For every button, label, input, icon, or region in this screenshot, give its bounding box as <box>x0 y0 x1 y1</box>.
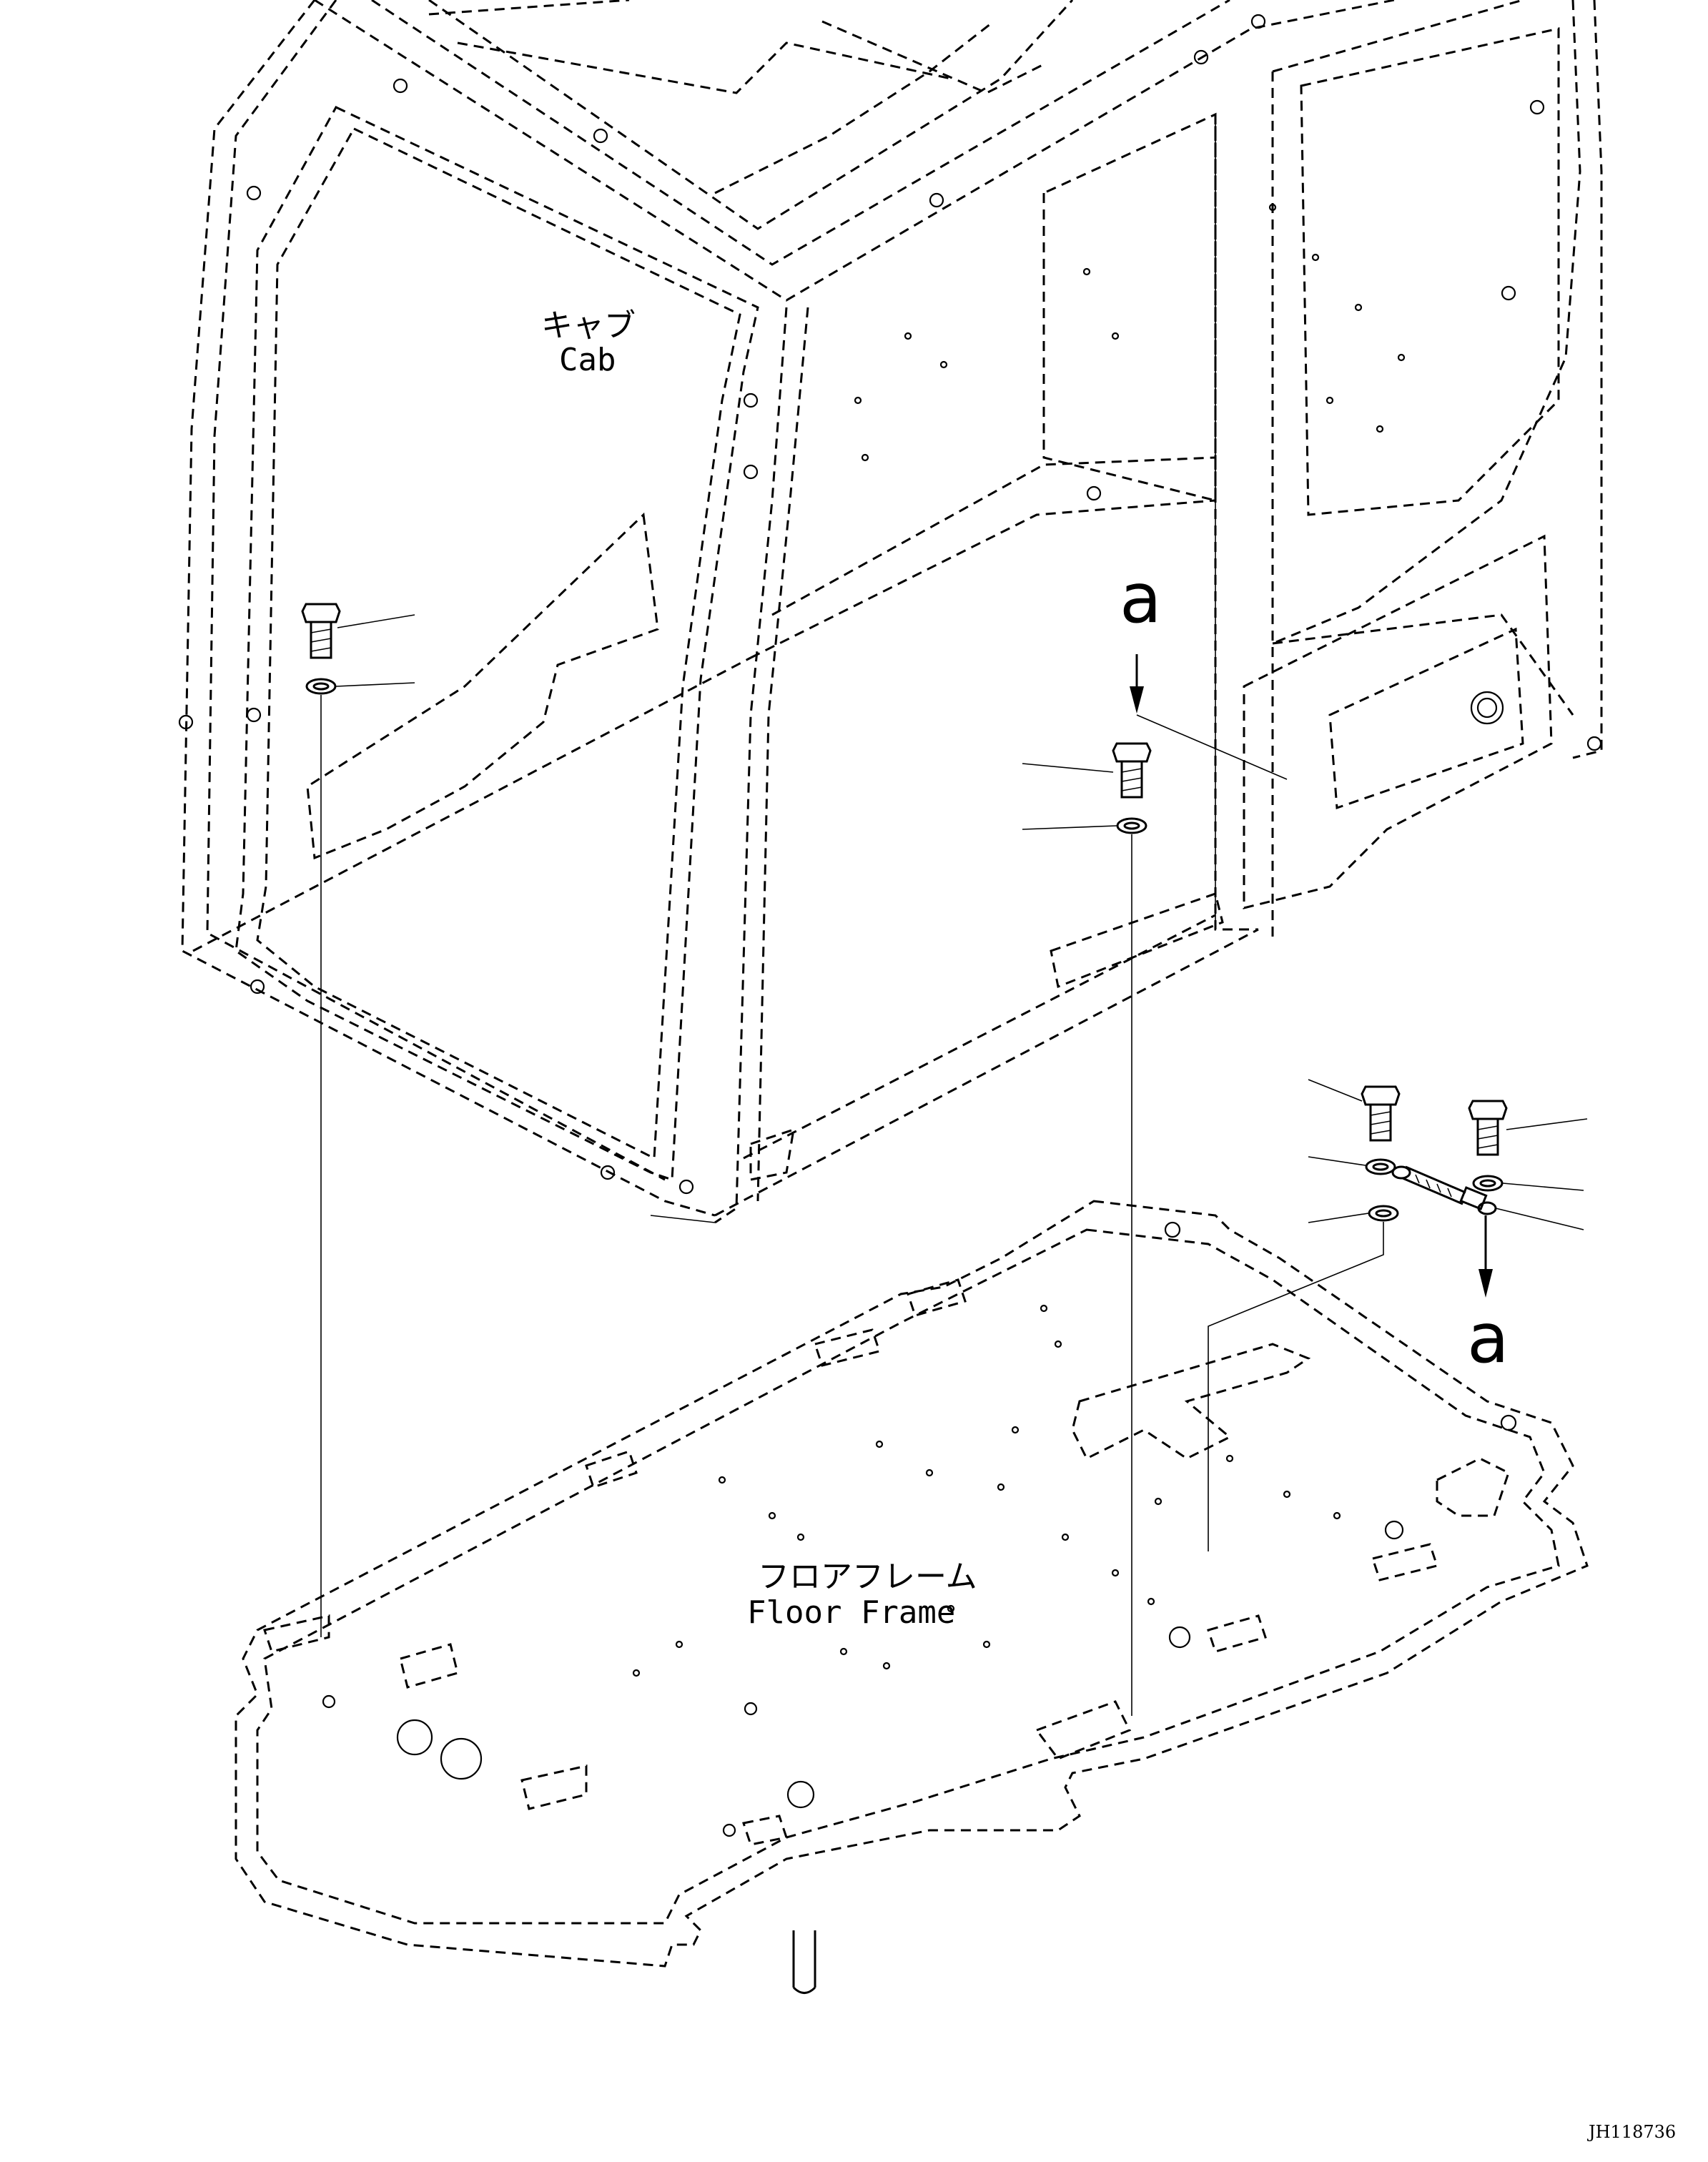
marker-a-bottom: a <box>1467 1298 1509 1378</box>
bolt-left <box>301 603 415 659</box>
marker-a-top: a <box>1120 558 1162 638</box>
washer-left <box>305 678 415 1637</box>
washer-right-3 <box>1208 1205 1399 1551</box>
leader-marker-a-top <box>1136 714 1288 780</box>
cab-label-jp: キャブ <box>541 307 636 344</box>
arrow-down-bottom <box>1479 1215 1493 1298</box>
ground-cable <box>1391 1165 1584 1230</box>
washer-right-1 <box>1308 1156 1396 1175</box>
bolt-center <box>1022 742 1152 799</box>
arrow-down-top <box>1130 654 1144 714</box>
bolt-right-1 <box>1308 1079 1401 1142</box>
cab-label-en: Cab <box>559 342 616 378</box>
floor-frame-label-jp: フロアフレーム <box>758 1559 977 1595</box>
washer-center <box>1022 817 1147 1716</box>
floor-frame <box>235 1200 1589 1994</box>
cab-frame <box>178 0 1603 1224</box>
floor-frame-label-en: Floor Frame <box>747 1594 955 1631</box>
bolt-right-2 <box>1468 1100 1588 1156</box>
drawing-code: JH118736 <box>1586 2122 1676 2142</box>
washer-right-2 <box>1472 1175 1584 1192</box>
